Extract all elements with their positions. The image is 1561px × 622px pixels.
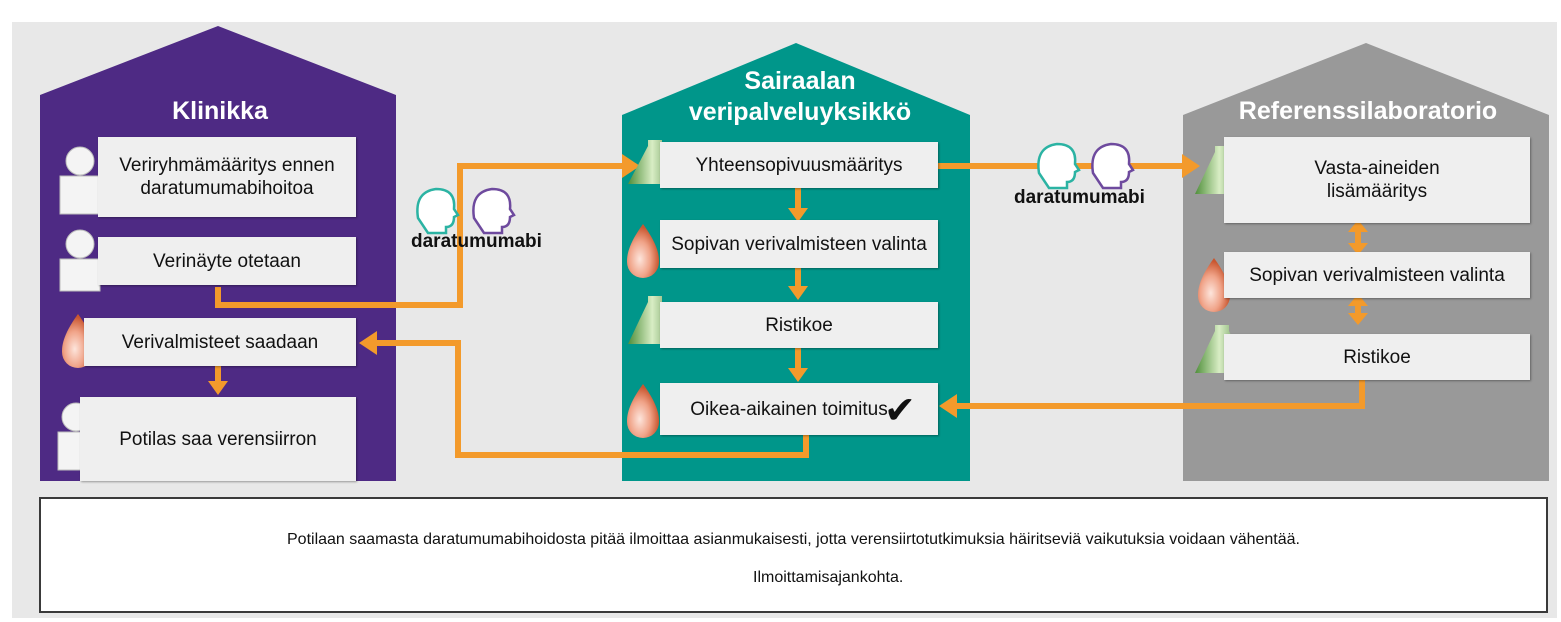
- flow-arrows: [215, 163, 1365, 458]
- note-text: Potilaan saamasta daratumumabihoidosta p…: [287, 531, 1300, 548]
- bank-step-compatibility: Yhteensopivuusmääritys: [660, 142, 938, 188]
- person-icon: [59, 229, 101, 292]
- bank-step-timely-delivery: Oikea-aikainen toimitus: [660, 383, 938, 435]
- drug-label-bank-reference: daratumumabi: [1014, 187, 1145, 208]
- ref-step-product-selection: Sopivan verivalmisteen valinta: [1224, 252, 1530, 298]
- blood-drop-icon: [627, 224, 659, 278]
- blood-drop-icon: [627, 384, 659, 438]
- ref-step-antibody-id: Vasta-aineiden lisämääritys: [1224, 137, 1530, 223]
- clinic-step-sample-taken: Verinäyte otetaan: [98, 237, 356, 285]
- arrow-bank-to-clinic: [375, 340, 809, 458]
- person-icon: [59, 146, 101, 215]
- bank-step-product-selection: Sopivan verivalmisteen valinta: [660, 220, 938, 268]
- clinic-step-blood-typing: Veriryhmämääritys ennen daratumumabihoit…: [98, 137, 356, 217]
- clinic-step-transfusion: Potilas saa verensiirron: [80, 397, 356, 481]
- blood-drop-icon: [1198, 258, 1230, 312]
- checkmark-icon: ✔: [884, 390, 916, 432]
- ref-step-crossmatch: Ristikoe: [1224, 334, 1530, 380]
- drug-label-clinic-bank: daratumumabi: [411, 231, 542, 252]
- note-legend: Ilmoittamisajankohta.: [753, 569, 904, 586]
- clinic-title: Klinikka: [172, 97, 268, 125]
- arrow-reference-to-bank: [955, 380, 1365, 409]
- reference-lab-title: Referenssilaboratorio: [1238, 97, 1498, 125]
- note-box: Potilaan saamasta daratumumabihoidosta p…: [39, 497, 1548, 613]
- hospital-bank-title: Sairaalan veripalveluyksikkö: [688, 67, 912, 126]
- arrow-heads: [208, 154, 1368, 418]
- arrow-sample-to-bank: [215, 163, 625, 308]
- clinic-step-products-received: Verivalmisteet saadaan: [84, 318, 356, 366]
- bank-step-crossmatch: Ristikoe: [660, 302, 938, 348]
